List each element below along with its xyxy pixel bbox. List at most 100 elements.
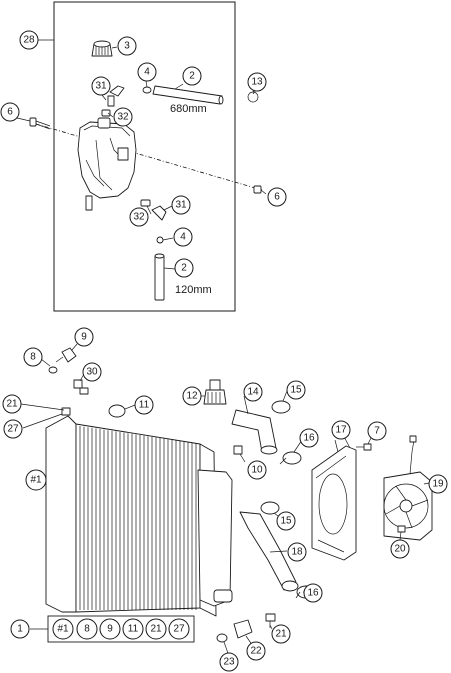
cooling-fan	[383, 435, 433, 541]
svg-text:2: 2	[181, 263, 187, 274]
callout-10: 10	[247, 460, 267, 480]
callout-2-upper: 2	[182, 66, 202, 86]
radiator-drain-screw	[61, 407, 71, 416]
shroud-screw	[356, 443, 372, 451]
svg-text:19: 19	[432, 479, 444, 490]
hose-length-upper: 680mm	[170, 103, 207, 115]
kit-item-21: 21	[145, 618, 167, 640]
callout-14: 14	[243, 382, 263, 402]
washer	[216, 633, 228, 643]
hose-clamp-upper	[271, 400, 291, 414]
svg-text:32: 32	[133, 212, 145, 223]
svg-text:27: 27	[173, 624, 185, 635]
callout-23: 23	[219, 652, 239, 672]
callout-main-radiator: #1	[25, 469, 47, 491]
svg-text:27: 27	[7, 424, 19, 435]
callout-17: 17	[331, 420, 351, 440]
svg-text:16: 16	[307, 588, 319, 599]
callout-12: 12	[182, 386, 202, 406]
svg-text:11: 11	[139, 400, 150, 411]
expansion-tank	[77, 117, 137, 211]
hose-length-lower: 120mm	[175, 284, 212, 296]
callout-16-lower: 16	[303, 583, 323, 603]
svg-text:4: 4	[180, 232, 186, 243]
svg-text:21: 21	[275, 629, 287, 640]
callout-15-lower: 15	[276, 511, 296, 531]
rubber-bush	[233, 619, 253, 639]
svg-text:32: 32	[117, 112, 129, 123]
svg-text:20: 20	[394, 544, 406, 555]
svg-text:15: 15	[290, 385, 302, 396]
svg-text:21: 21	[6, 399, 18, 410]
svg-text:7: 7	[374, 426, 380, 437]
callout-20: 20	[390, 539, 410, 559]
kit-item-11: 11	[122, 618, 144, 640]
mounting-nut	[233, 445, 243, 455]
callout-6-left: 6	[0, 102, 20, 122]
tank-cap	[91, 40, 113, 57]
callout-6-right: 6	[267, 187, 287, 207]
svg-text:#1: #1	[57, 624, 69, 635]
callout-22: 22	[246, 641, 266, 661]
svg-text:8: 8	[84, 624, 90, 635]
svg-text:16: 16	[303, 433, 315, 444]
svg-text:8: 8	[30, 352, 36, 363]
svg-text:3: 3	[124, 41, 130, 52]
callout-21-lower: 21	[271, 624, 291, 644]
svg-text:9: 9	[107, 624, 113, 635]
callout-13: 13	[247, 72, 267, 92]
bleed-screw	[73, 379, 89, 395]
callout-7: 7	[367, 421, 387, 441]
expansion-tank-group-frame	[53, 1, 236, 312]
callout-11: 11	[134, 395, 154, 415]
svg-text:14: 14	[247, 387, 259, 398]
callout-9: 9	[74, 327, 94, 347]
hose-clamp-lower	[260, 501, 280, 515]
small-clamp-lower	[156, 236, 164, 244]
svg-text:22: 22	[250, 646, 262, 657]
svg-text:31: 31	[95, 81, 107, 92]
o-ring	[48, 366, 58, 374]
svg-text:13: 13	[251, 77, 263, 88]
svg-text:#1: #1	[30, 475, 42, 486]
callout-15-upper: 15	[286, 380, 306, 400]
svg-text:23: 23	[223, 657, 235, 668]
callout-27: 27	[3, 419, 23, 439]
hose-fitting-lower	[151, 205, 167, 221]
callout-8: 8	[23, 347, 43, 367]
kit-item-8: 8	[76, 618, 98, 640]
rubber-grommet	[108, 404, 126, 418]
spring-clamp-upper	[279, 451, 302, 465]
svg-text:6: 6	[7, 107, 13, 118]
radiator-mount-screw	[265, 613, 276, 628]
kit-item-main: #1	[52, 618, 74, 640]
clamp-lower-32	[140, 199, 151, 207]
callout-16-upper: 16	[299, 428, 319, 448]
temperature-sensor	[55, 347, 77, 363]
callout-28: 28	[19, 30, 39, 50]
callout-21-upper: 21	[2, 394, 22, 414]
callout-4-upper: 4	[137, 62, 157, 82]
callout-19: 19	[428, 474, 448, 494]
callout-4-lower: 4	[173, 227, 193, 247]
svg-text:15: 15	[280, 516, 292, 527]
callout-31-upper: 31	[91, 76, 111, 96]
hose-120mm	[154, 253, 165, 301]
svg-text:10: 10	[251, 465, 263, 476]
svg-text:28: 28	[23, 35, 35, 46]
small-clamp-upper	[142, 86, 152, 94]
callout-30: 30	[82, 362, 102, 382]
callout-32-upper: 32	[113, 107, 133, 127]
kit-box	[47, 615, 195, 643]
svg-text:17: 17	[335, 425, 347, 436]
svg-text:11: 11	[128, 624, 139, 635]
callout-1: 1	[10, 619, 30, 639]
callout-18: 18	[287, 542, 307, 562]
svg-text:2: 2	[189, 71, 195, 82]
screw-left	[29, 117, 51, 130]
screw-right	[253, 185, 262, 194]
svg-text:18: 18	[291, 547, 303, 558]
radiator	[45, 415, 233, 617]
fan-nut	[397, 525, 406, 533]
